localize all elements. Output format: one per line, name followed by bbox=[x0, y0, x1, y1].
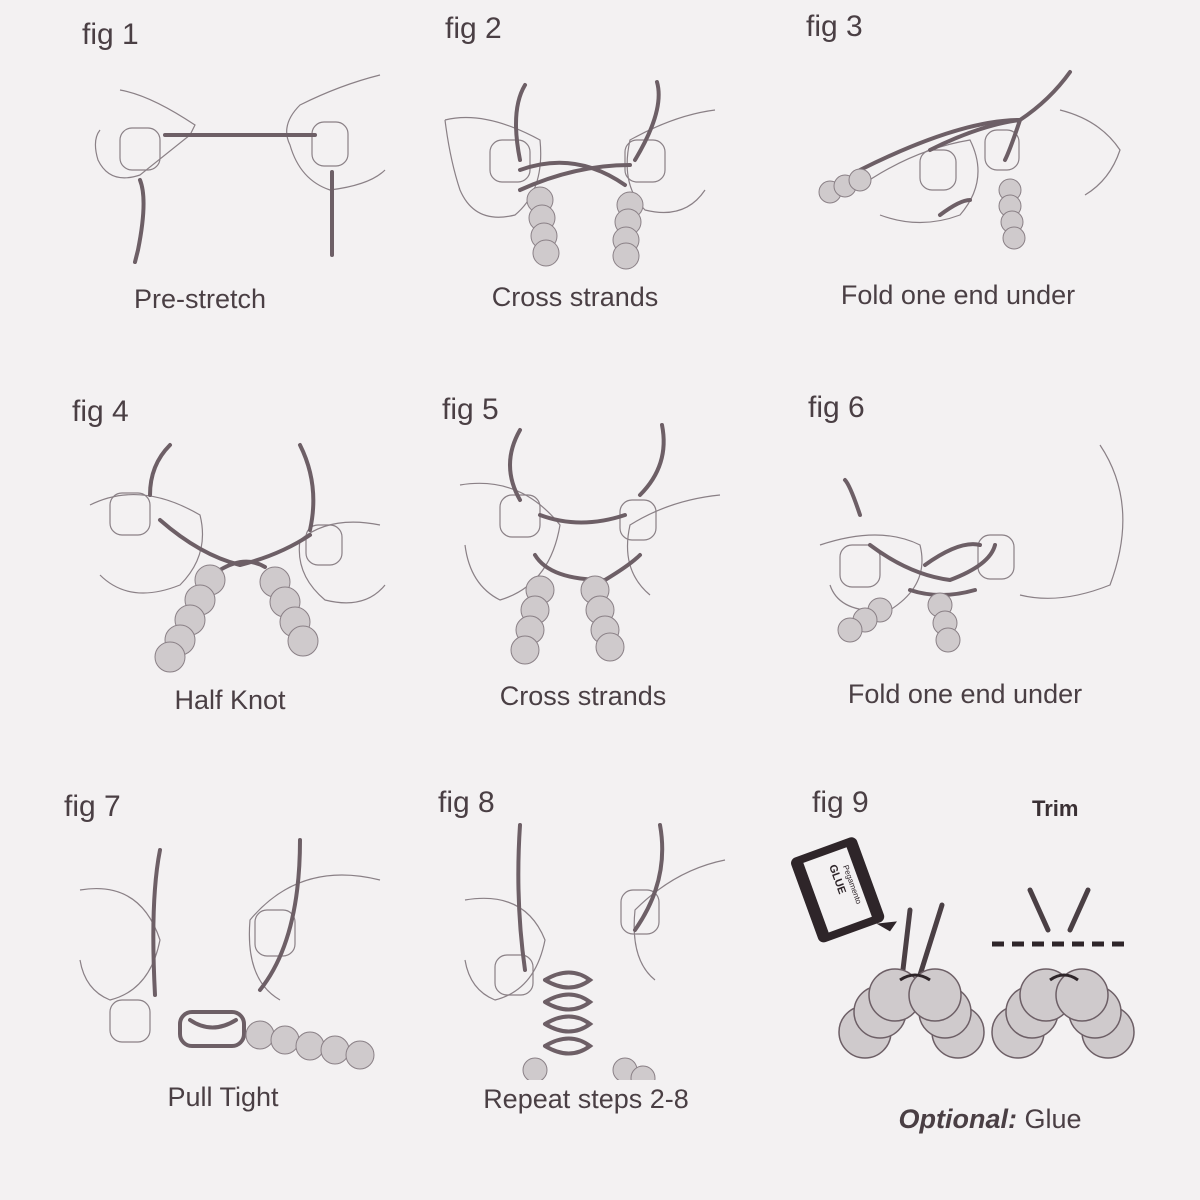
figure-label: fig 1 bbox=[82, 18, 139, 51]
figure-caption: Optional: Glue bbox=[780, 1104, 1200, 1135]
pull-tight-illustration bbox=[79, 838, 381, 1070]
trim-label: Trim bbox=[1032, 796, 1079, 821]
pre-stretch-illustration bbox=[94, 74, 386, 264]
figure-6: fig 6 Fold one end under bbox=[760, 385, 1160, 775]
figure-label: fig 8 bbox=[438, 786, 495, 819]
figure-caption: Cross strands bbox=[491, 282, 659, 312]
figure-label: fig 9 bbox=[812, 786, 869, 819]
figure-4: fig 4 Half Knot bbox=[0, 385, 400, 775]
figure-caption: Pull Tight bbox=[167, 1082, 279, 1112]
cross-strands-illustration bbox=[444, 80, 716, 270]
figure-8: fig 8 Repeat steps 2-8 bbox=[385, 780, 785, 1170]
figure-2: fig 2 Cross strands bbox=[375, 0, 775, 390]
figure-5: fig 5 Cross strands bbox=[380, 385, 780, 775]
figure-caption: Cross strands bbox=[499, 681, 667, 711]
figure-1: fig 1 Pre-stretch bbox=[0, 0, 400, 390]
figure-caption: Half Knot bbox=[174, 685, 286, 715]
figure-label: fig 5 bbox=[442, 393, 499, 426]
figure-label: fig 6 bbox=[808, 391, 865, 424]
half-knot-illustration bbox=[89, 443, 386, 673]
repeat-steps-illustration bbox=[464, 823, 726, 1080]
figure-label: fig 3 bbox=[806, 10, 863, 43]
figure-caption: Fold one end under bbox=[847, 679, 1083, 709]
glue-and-trim-illustration: GLUE Pegamento bbox=[791, 837, 1135, 1059]
glue-label: Glue bbox=[1024, 1104, 1082, 1134]
figure-label: fig 7 bbox=[64, 790, 121, 823]
cross-strands-2-illustration bbox=[459, 423, 721, 665]
figure-caption: Fold one end under bbox=[840, 280, 1076, 310]
fold-end-under-2-illustration bbox=[819, 444, 1124, 653]
figure-label: fig 2 bbox=[445, 12, 502, 45]
figure-3: fig 3 Fold one end under bbox=[760, 0, 1160, 390]
figure-7: fig 7 Pull Tight bbox=[0, 780, 400, 1170]
figure-label: fig 4 bbox=[72, 395, 129, 428]
figure-9: fig 9 Trim GLUE Pegamento Optional: Glue bbox=[780, 770, 1200, 1160]
fold-end-under-illustration bbox=[818, 70, 1121, 250]
figure-caption: Repeat steps 2-8 bbox=[483, 1084, 689, 1114]
optional-label: Optional: bbox=[898, 1104, 1017, 1134]
figure-caption: Pre-stretch bbox=[133, 284, 267, 314]
